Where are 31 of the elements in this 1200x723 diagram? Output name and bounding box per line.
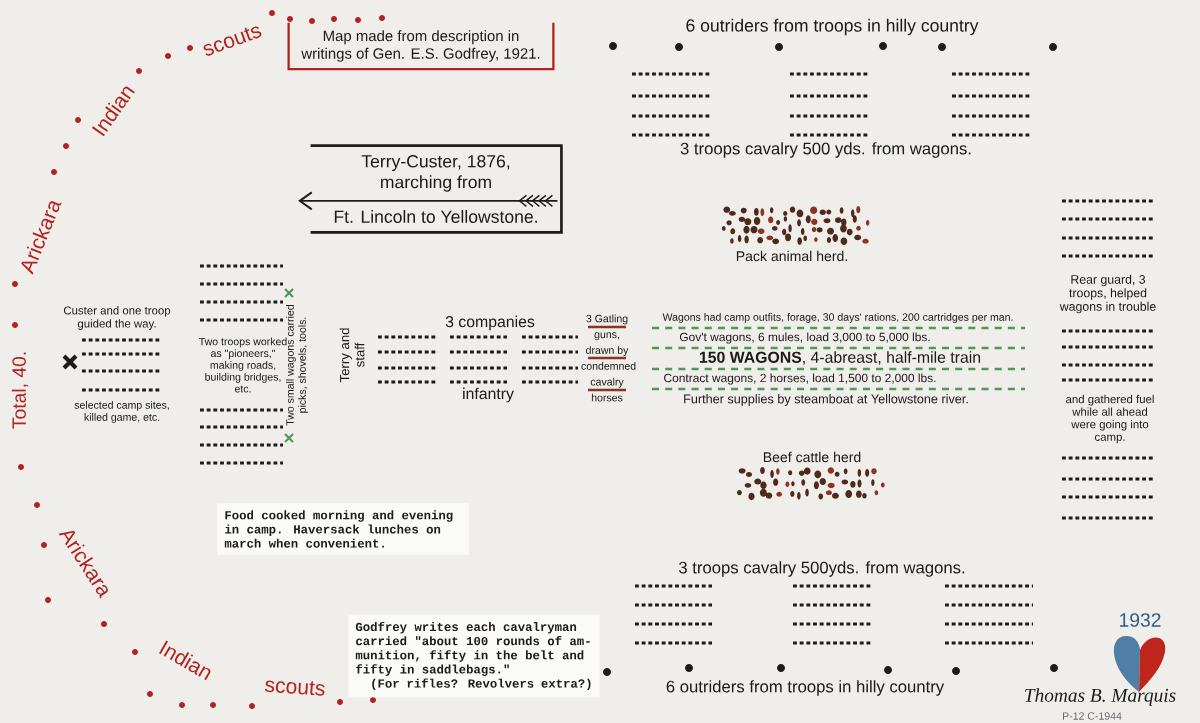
typed-note: Godfrey writes each cavalryman carried "about 100 rounds of am- munition, fifty in the belt and fifty in saddlebags." (For rifles? Revolvers extra?) bbox=[348, 614, 600, 698]
label: 3 companies bbox=[445, 315, 535, 331]
note: Wagons had camp outfits, forage, 30 days' rations, 200 cartridges per man. bbox=[662, 313, 1013, 323]
label: 3 troops cavalry 500yds. from wagons. bbox=[679, 561, 965, 577]
note: Custer and one troop guided the way. bbox=[63, 306, 171, 330]
label: 1932 bbox=[1120, 613, 1161, 627]
note: Two small wagons carried picks, shovels, tools. bbox=[286, 305, 308, 426]
note: Contract wagons, 2 horses, load 1,500 to 2,000 lbs. bbox=[664, 373, 936, 385]
note: Two troops worked as "pioneers," making roads, building bridges, etc. bbox=[199, 337, 287, 393]
label: Total, 40. bbox=[11, 352, 29, 429]
label: scouts bbox=[264, 680, 325, 696]
label: scouts bbox=[203, 26, 262, 56]
title-box: Terry-Custer, 1876, marching from Ft. Lincoln to Yellowstone. bbox=[310, 144, 563, 234]
label: P-12 C-1944 bbox=[1063, 712, 1122, 720]
note: 3 Gatling guns, drawn by condemned cavalry horses bbox=[581, 314, 636, 402]
note: Gov't wagons, 6 mules, load 3,000 to 5,000 lbs. bbox=[679, 332, 930, 344]
note: Further supplies by steamboat at Yellowstone river. bbox=[684, 394, 968, 406]
label: 6 outriders from troops in hilly country bbox=[666, 680, 945, 696]
label: Pack animal herd. bbox=[736, 250, 847, 262]
signature: Thomas B. Marquis bbox=[1025, 688, 1176, 706]
note-box: Map made from description in writings of Gen. E.S. Godfrey, 1921. bbox=[287, 22, 555, 71]
label: 3 troops cavalry 500 yds. from wagons. bbox=[680, 142, 971, 158]
typed-note: Food cooked morning and evening in camp. Haversack lunches on march when convenient. bbox=[217, 503, 469, 555]
label: 6 outriders from troops in hilly country bbox=[686, 18, 979, 36]
label: Terry and staff bbox=[339, 328, 365, 383]
label: infantry bbox=[463, 387, 514, 403]
note: selected camp sites, killed game, etc. bbox=[74, 401, 169, 423]
label: Beef cattle herd bbox=[763, 451, 861, 463]
note: Rear guard, 3 troops, helped wagons in trouble bbox=[1059, 274, 1156, 314]
label: 150 WAGONS, 4-abreast, half-mile train bbox=[699, 351, 981, 365]
note: and gathered fuel while all ahead were going into camp. bbox=[1066, 394, 1154, 444]
